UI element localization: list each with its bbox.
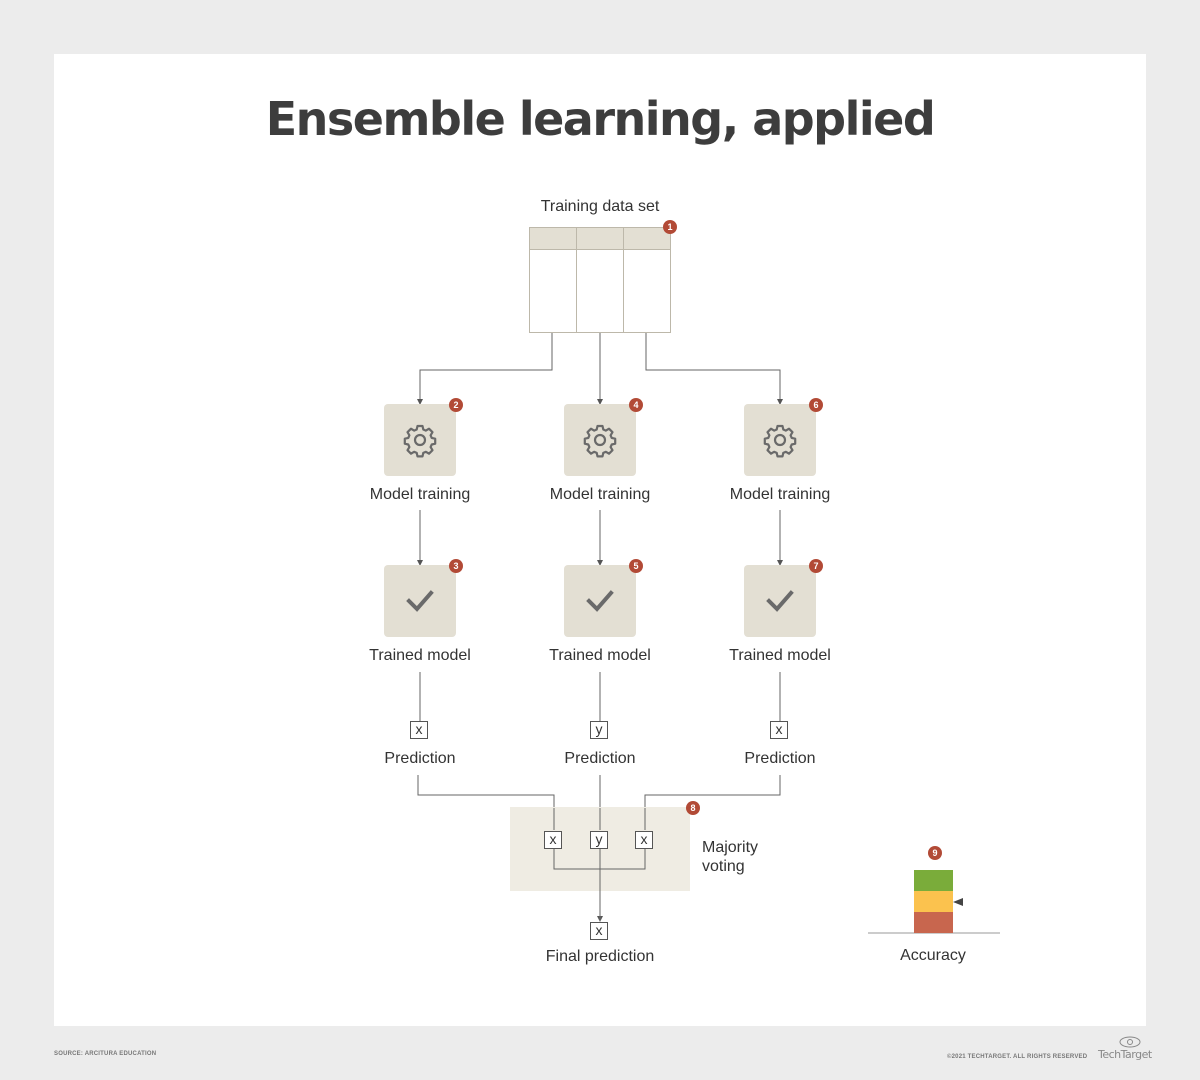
accuracy-meter-high <box>914 870 953 891</box>
eye-icon <box>1119 1036 1141 1048</box>
gear-icon <box>403 424 437 458</box>
trained-model-label-2: Trained model <box>549 647 651 664</box>
source-credit: SOURCE: ARCITURA EDUCATION <box>54 1051 157 1057</box>
page-title: Ensemble learning, applied <box>265 92 936 146</box>
majority-voting-label-line2: voting <box>702 858 745 875</box>
trained-model-box-1 <box>384 565 456 637</box>
trained-model-label-3: Trained model <box>729 647 831 664</box>
trained-model-box-3 <box>744 565 816 637</box>
trained-model-label-1: Trained model <box>369 647 471 664</box>
table-column-divider <box>576 228 577 332</box>
step-badge-7: 7 <box>809 559 823 573</box>
final-prediction-label: Final prediction <box>545 948 655 965</box>
accuracy-label: Accuracy <box>900 947 966 964</box>
prediction-label-1: Prediction <box>384 750 456 767</box>
prediction-value-1: x <box>410 721 428 739</box>
accuracy-meter-medium <box>914 891 953 912</box>
table-column-divider <box>623 228 624 332</box>
connector-data-to-training-1 <box>417 333 553 405</box>
step-badge-6: 6 <box>809 398 823 412</box>
checkmark-icon <box>406 590 434 612</box>
training-data-table <box>529 227 671 333</box>
model-training-box-1 <box>384 404 456 476</box>
table-header-row <box>530 228 670 250</box>
model-training-box-2 <box>564 404 636 476</box>
step-badge-5: 5 <box>629 559 643 573</box>
vote-value-3: x <box>635 831 653 849</box>
vote-value-2: y <box>590 831 608 849</box>
step-badge-4: 4 <box>629 398 643 412</box>
gear-icon <box>763 424 797 458</box>
model-training-label-2: Model training <box>549 486 651 503</box>
step-badge-8: 8 <box>686 801 700 815</box>
majority-voting-label-line1: Majority <box>702 839 759 856</box>
checkmark-icon <box>766 590 794 612</box>
model-training-box-3 <box>744 404 816 476</box>
model-training-label-1: Model training <box>369 486 471 503</box>
prediction-label-3: Prediction <box>744 750 816 767</box>
prediction-value-2: y <box>590 721 608 739</box>
step-badge-1: 1 <box>663 220 677 234</box>
gear-icon <box>583 424 617 458</box>
vote-value-1: x <box>544 831 562 849</box>
step-badge-9: 9 <box>928 846 942 860</box>
accuracy-pointer-icon <box>953 898 963 906</box>
model-training-label-3: Model training <box>729 486 831 503</box>
training-data-label: Training data set <box>540 198 660 215</box>
copyright-text: ©2021 TECHTARGET. ALL RIGHTS RESERVED <box>947 1054 1088 1060</box>
step-badge-2: 2 <box>449 398 463 412</box>
logo-text: TechTarget <box>1098 1048 1152 1061</box>
prediction-value-3: x <box>770 721 788 739</box>
majority-voting-label: Majority voting <box>702 838 758 876</box>
final-prediction-value: x <box>590 922 608 940</box>
connector-data-to-training-3 <box>645 333 783 405</box>
step-badge-3: 3 <box>449 559 463 573</box>
trained-model-box-2 <box>564 565 636 637</box>
accuracy-meter-low <box>914 912 953 933</box>
prediction-label-2: Prediction <box>564 750 636 767</box>
checkmark-icon <box>586 590 614 612</box>
